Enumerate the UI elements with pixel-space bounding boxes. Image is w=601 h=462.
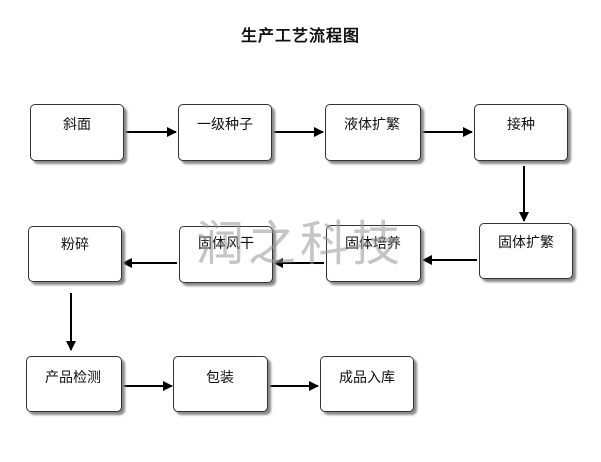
step-label: 固体培养 (345, 236, 401, 252)
step-box-solid-drying: 固体风干 (179, 226, 273, 283)
step-box-inoculation: 接种 (474, 104, 568, 161)
step-box-warehousing: 成品入库 (320, 356, 414, 412)
step-box-seed: 一级种子 (178, 104, 272, 161)
step-box-product-testing: 产品检测 (26, 356, 122, 412)
step-label: 液体扩繁 (344, 117, 400, 133)
step-label: 产品检测 (45, 370, 101, 386)
step-label: 成品入库 (339, 370, 395, 386)
step-box-liquid-expansion: 液体扩繁 (325, 104, 421, 161)
step-box-crushing: 粉碎 (28, 226, 122, 282)
step-label: 接种 (507, 117, 535, 133)
step-label: 粉碎 (61, 237, 89, 253)
step-box-packaging: 包装 (173, 356, 268, 412)
step-label: 一级种子 (197, 117, 253, 133)
diagram-title: 生产工艺流程图 (240, 26, 360, 45)
watermark-text: 润之科技 (196, 216, 405, 272)
step-label: 包装 (206, 370, 234, 386)
step-box-solid-culture: 固体培养 (326, 225, 421, 282)
step-box-slant: 斜面 (30, 104, 124, 161)
step-label: 斜面 (63, 117, 91, 133)
step-label: 固体风干 (198, 236, 254, 252)
step-box-solid-expansion: 固体扩繁 (479, 223, 573, 279)
step-label: 固体扩繁 (498, 235, 554, 251)
